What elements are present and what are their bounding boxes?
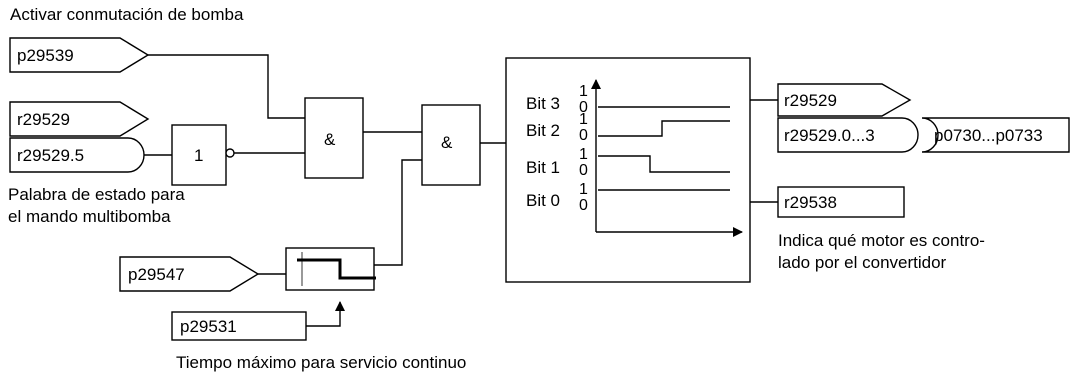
- p29539-connector: p29539: [9, 37, 150, 73]
- status-word-label-line2: el mando multibomba: [8, 207, 171, 226]
- p29531-connector: p29531: [171, 311, 307, 341]
- p29539-wire: [148, 54, 305, 119]
- r29529-5-label: r29529.5: [17, 146, 84, 165]
- pump-selector-block: Bit 3 1 0 Bit 2 1 0 Bit 1 1 0 Bit 0 1 0: [505, 57, 751, 283]
- bit0-zero: 0: [579, 197, 588, 214]
- r29529-0-3-connector: r29529.0...3: [777, 117, 919, 153]
- p0730-p0733-label: p0730...p0733: [934, 126, 1043, 145]
- timer-output-wire: [374, 159, 422, 266]
- activate-pump-switching-label: Activar conmutación de bomba: [10, 5, 244, 24]
- bit3-one: 1: [579, 83, 588, 100]
- bit1-signal: [598, 155, 730, 173]
- r29538-connector: r29538: [777, 186, 905, 218]
- bit3-zero: 0: [579, 99, 588, 116]
- p29531-label: p29531: [180, 317, 237, 336]
- bit2-zero: 0: [579, 127, 588, 144]
- indicates-motor-label-line1: Indica qué motor es contro-: [778, 231, 985, 250]
- r29529-0-3-label: r29529.0...3: [784, 126, 875, 145]
- bit2-one: 1: [579, 111, 588, 128]
- not-gate: 1: [171, 124, 235, 186]
- not-gate-label: 1: [194, 146, 203, 165]
- r29529-input-label: r29529: [17, 110, 70, 129]
- p29547-label: p29547: [128, 265, 185, 284]
- r29538-label: r29538: [784, 193, 837, 212]
- p29547-connector: p29547: [119, 256, 260, 292]
- bit0-one: 1: [579, 181, 588, 198]
- r29529-output-connector: r29529: [777, 83, 912, 117]
- indicates-motor-label-line2: lado por el convertidor: [778, 253, 947, 272]
- timer-pulse-symbol: [297, 258, 376, 280]
- p0730-p0733-connector: p0730...p0733: [921, 117, 1070, 153]
- p29531-wire: [306, 301, 345, 327]
- r29529-output-label: r29529: [784, 91, 837, 110]
- bit1-zero: 0: [579, 162, 588, 179]
- timer-block: [285, 247, 376, 291]
- r29529-5-connector: r29529.5: [9, 137, 145, 173]
- bit3-label: Bit 3: [526, 94, 560, 113]
- r29529-input-connector: r29529: [9, 101, 150, 137]
- p29539-label: p29539: [17, 46, 74, 65]
- bit1-label: Bit 1: [526, 158, 560, 177]
- and-gate-1: &: [304, 97, 364, 179]
- bit2-label: Bit 2: [526, 121, 560, 140]
- and-gate-2-label: &: [441, 133, 453, 152]
- bit0-label: Bit 0: [526, 191, 560, 210]
- and-gate-1-label: &: [324, 130, 336, 149]
- status-word-label-line1: Palabra de estado para: [8, 185, 185, 204]
- and-gate-2: &: [421, 104, 481, 186]
- max-time-label: Tiempo máximo para servicio continuo: [176, 353, 466, 372]
- bit2-signal: [598, 120, 730, 137]
- inversion-dot: [225, 148, 235, 158]
- bit1-one: 1: [579, 146, 588, 163]
